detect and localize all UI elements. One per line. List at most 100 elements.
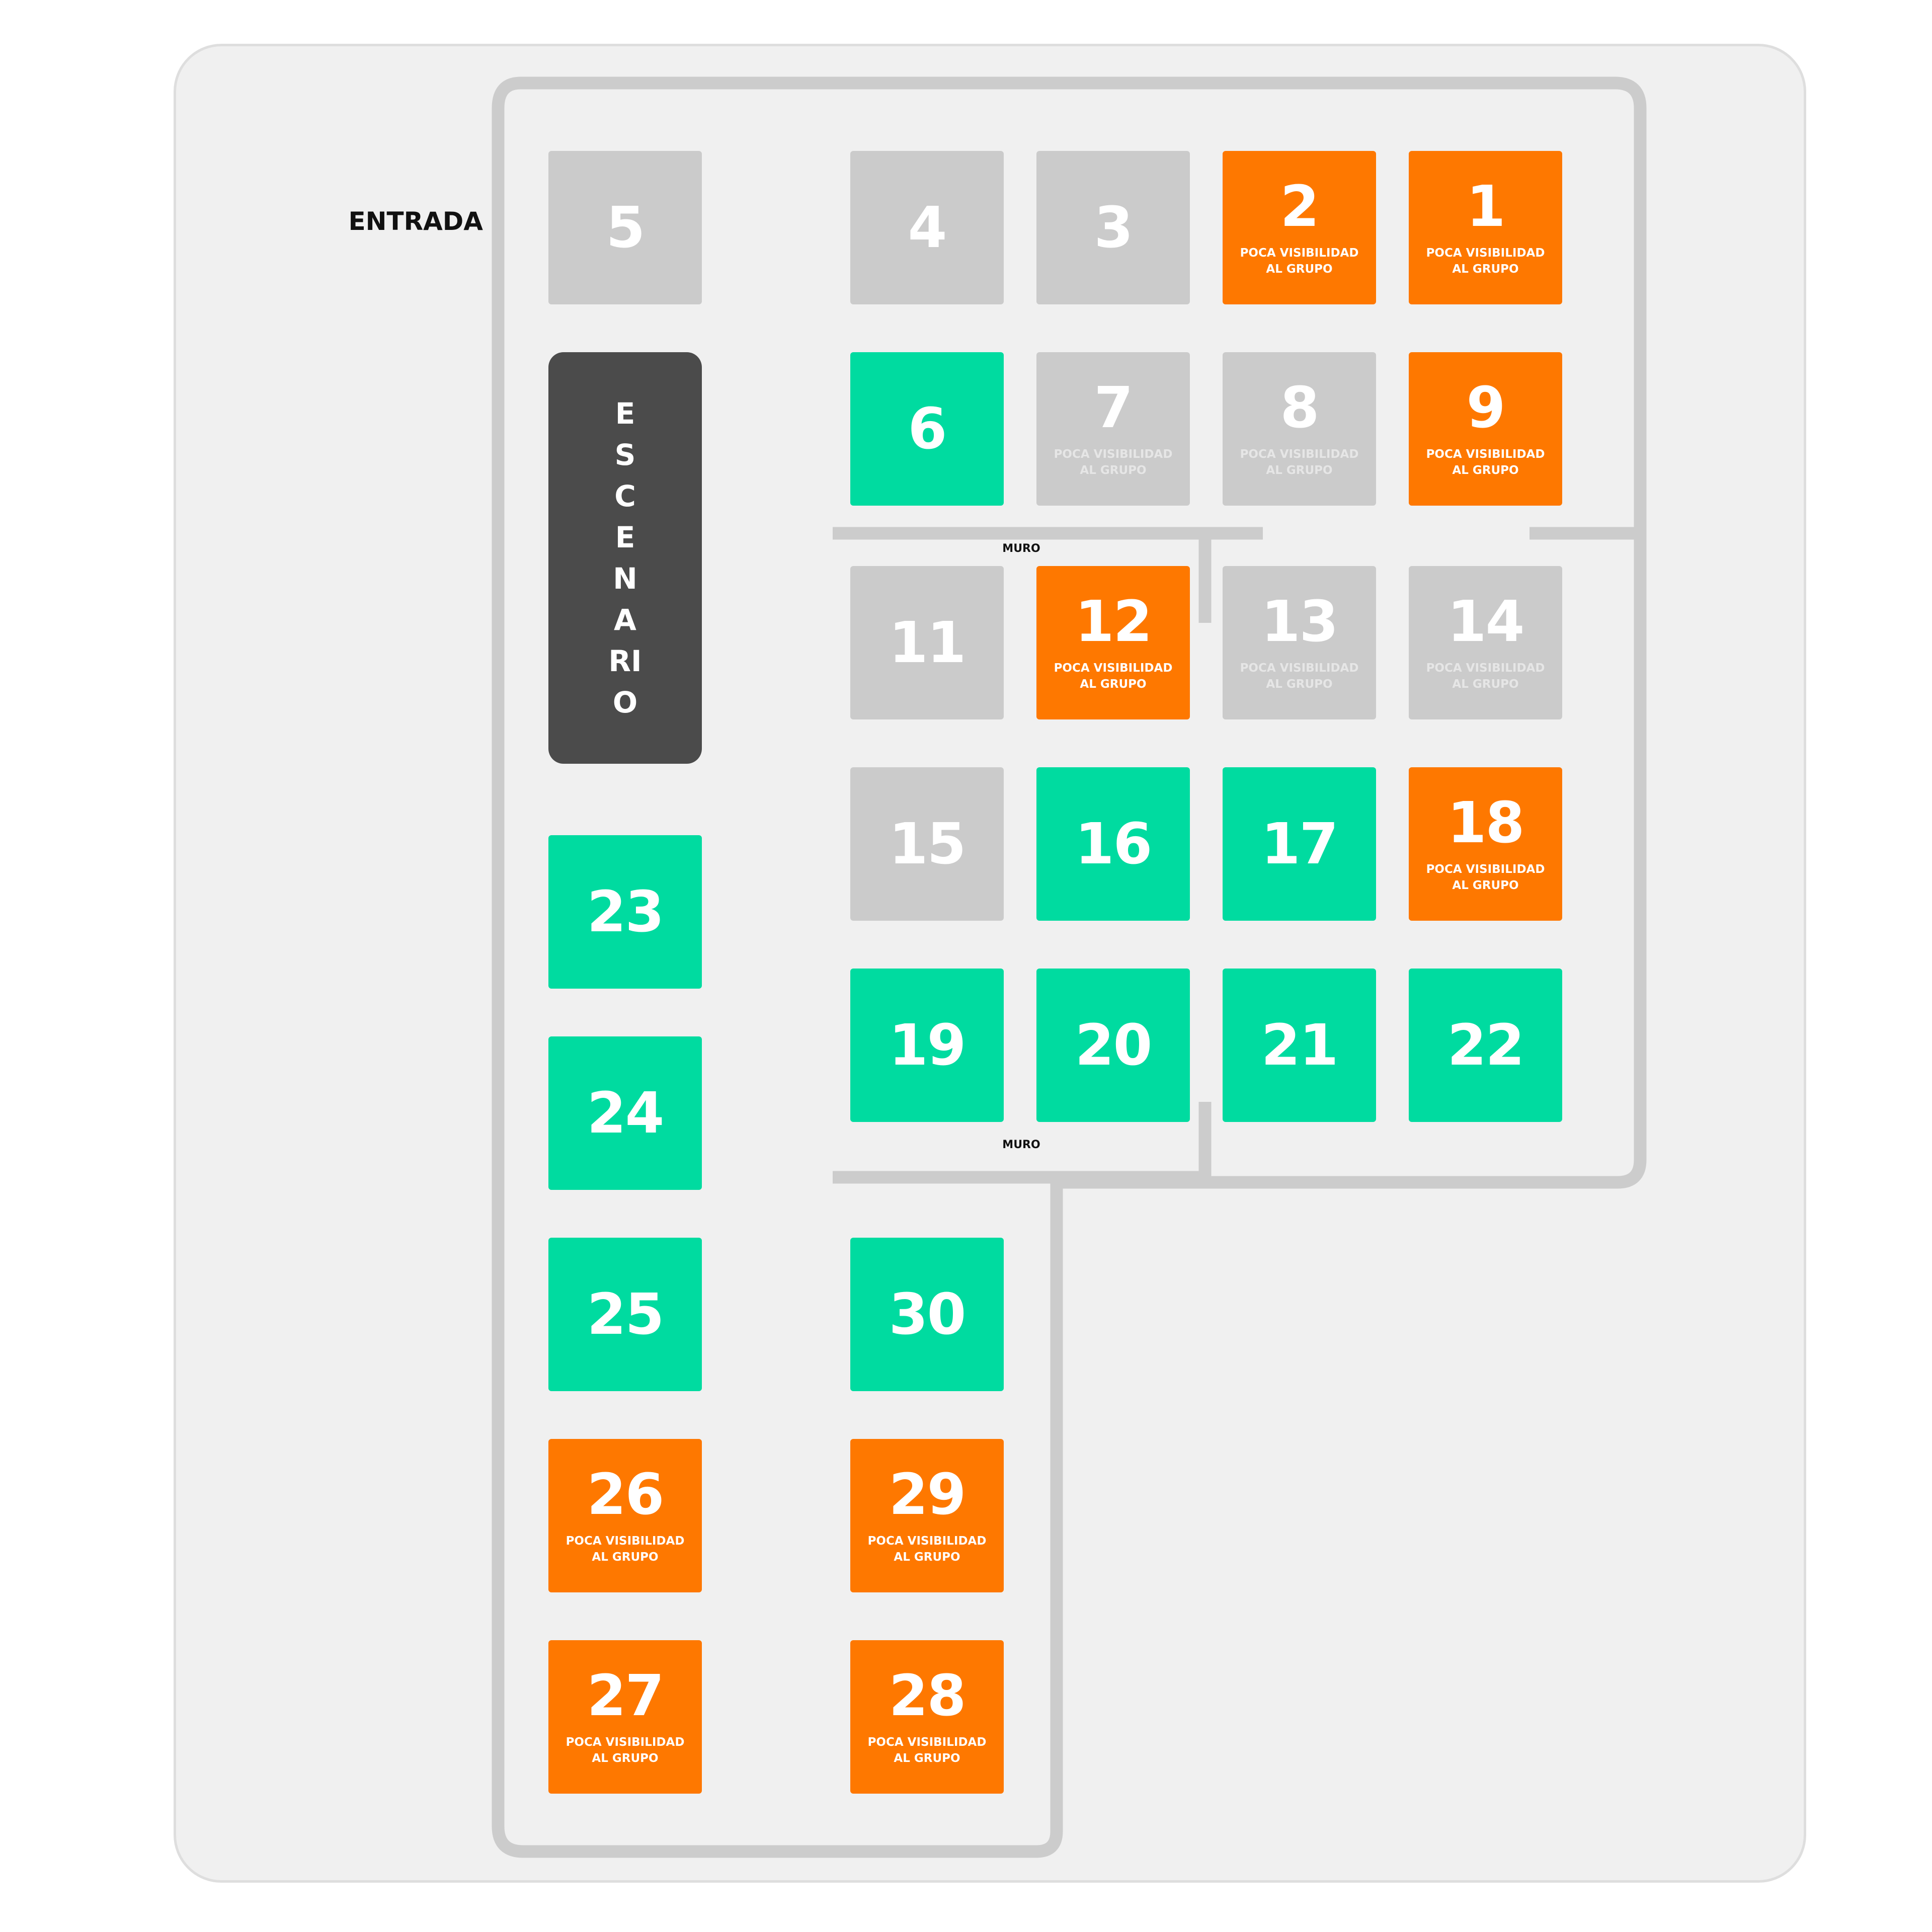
table-number: 19 — [889, 1012, 967, 1078]
table-number: 16 — [1075, 811, 1153, 877]
poor-visibility-note: POCA VISIBILIDAD AL GRUPO — [566, 1533, 685, 1565]
poor-visibility-line-1: POCA VISIBILIDAD — [566, 1534, 685, 1548]
poor-visibility-note: POCA VISIBILIDAD AL GRUPO — [1054, 660, 1173, 692]
table-number: 25 — [587, 1281, 665, 1347]
poor-visibility-line-1: POCA VISIBILIDAD — [566, 1735, 685, 1749]
table-20[interactable]: 20 — [1036, 969, 1190, 1122]
poor-visibility-note: POCA VISIBILIDAD AL GRUPO — [868, 1533, 987, 1565]
table-3[interactable]: 3 — [1036, 151, 1190, 304]
table-number: 26 — [587, 1462, 665, 1527]
table-number: 28 — [889, 1663, 967, 1729]
table-30[interactable]: 30 — [850, 1238, 1004, 1391]
poor-visibility-note: POCA VISIBILIDAD AL GRUPO — [1240, 245, 1359, 277]
poor-visibility-note: POCA VISIBILIDAD AL GRUPO — [1240, 660, 1359, 692]
table-5[interactable]: 5 — [548, 151, 702, 304]
table-number: 5 — [606, 195, 646, 261]
poor-visibility-note: POCA VISIBILIDAD AL GRUPO — [1426, 660, 1545, 692]
table-4[interactable]: 4 — [850, 151, 1004, 304]
table-number: 23 — [587, 879, 665, 945]
poor-visibility-note: POCA VISIBILIDAD AL GRUPO — [868, 1734, 987, 1766]
poor-visibility-line-2: AL GRUPO — [592, 1550, 659, 1564]
table-number: 14 — [1447, 589, 1525, 655]
poor-visibility-line-2: AL GRUPO — [894, 1550, 960, 1564]
table-number: 2 — [1280, 174, 1320, 239]
table-number: 7 — [1094, 375, 1134, 441]
table-number: 20 — [1075, 1012, 1153, 1078]
table-22[interactable]: 22 — [1409, 969, 1562, 1122]
poor-visibility-line-1: POCA VISIBILIDAD — [1054, 661, 1173, 675]
poor-visibility-line-2: AL GRUPO — [1452, 878, 1519, 892]
table-23[interactable]: 23 — [548, 835, 702, 989]
poor-visibility-line-1: POCA VISIBILIDAD — [1426, 661, 1545, 675]
poor-visibility-line-1: POCA VISIBILIDAD — [1426, 447, 1545, 461]
poor-visibility-line-1: POCA VISIBILIDAD — [1240, 246, 1359, 260]
table-number: 4 — [908, 195, 947, 261]
table-number: 9 — [1466, 375, 1506, 441]
poor-visibility-line-1: POCA VISIBILIDAD — [1240, 447, 1359, 461]
poor-visibility-note: POCA VISIBILIDAD AL GRUPO — [1240, 446, 1359, 478]
poor-visibility-line-2: AL GRUPO — [1452, 677, 1519, 691]
table-24[interactable]: 24 — [548, 1036, 702, 1190]
poor-visibility-line-1: POCA VISIBILIDAD — [1054, 447, 1173, 461]
poor-visibility-line-1: POCA VISIBILIDAD — [867, 1534, 987, 1548]
table-number: 12 — [1075, 589, 1153, 655]
table-21[interactable]: 21 — [1223, 969, 1376, 1122]
poor-visibility-line-2: AL GRUPO — [894, 1751, 960, 1765]
table-number: 18 — [1447, 790, 1525, 856]
poor-visibility-note: POCA VISIBILIDAD AL GRUPO — [1054, 446, 1173, 478]
table-17[interactable]: 17 — [1223, 767, 1376, 921]
table-number: 15 — [889, 811, 967, 877]
table-25[interactable]: 25 — [548, 1238, 702, 1391]
table-number: 8 — [1280, 375, 1320, 441]
table-11[interactable]: 11 — [850, 566, 1004, 719]
poor-visibility-line-2: AL GRUPO — [1080, 463, 1147, 477]
poor-visibility-line-2: AL GRUPO — [1452, 262, 1519, 276]
table-19[interactable]: 19 — [850, 969, 1004, 1122]
poor-visibility-note: POCA VISIBILIDAD AL GRUPO — [1426, 245, 1545, 277]
poor-visibility-line-1: POCA VISIBILIDAD — [1240, 661, 1359, 675]
table-number: 21 — [1261, 1012, 1339, 1078]
poor-visibility-line-2: AL GRUPO — [1452, 463, 1519, 477]
poor-visibility-line-1: POCA VISIBILIDAD — [1426, 246, 1545, 260]
table-number: 24 — [587, 1080, 665, 1146]
table-6[interactable]: 6 — [850, 352, 1004, 506]
stage-label: ESCENARIO — [608, 396, 642, 719]
poor-visibility-line-2: AL GRUPO — [1266, 463, 1333, 477]
table-number: 29 — [889, 1462, 967, 1527]
table-number: 17 — [1261, 811, 1339, 877]
poor-visibility-line-1: POCA VISIBILIDAD — [867, 1735, 987, 1749]
poor-visibility-line-2: AL GRUPO — [1266, 262, 1333, 276]
table-number: 13 — [1261, 589, 1339, 655]
table-16[interactable]: 16 — [1036, 767, 1190, 921]
poor-visibility-line-2: AL GRUPO — [592, 1751, 659, 1765]
wall-label-lower: MURO — [1002, 1139, 1040, 1151]
table-number: 3 — [1094, 195, 1134, 261]
table-15[interactable]: 15 — [850, 767, 1004, 921]
table-number: 27 — [587, 1663, 665, 1729]
entrance-label: ENTRADA — [348, 207, 483, 236]
poor-visibility-note: POCA VISIBILIDAD AL GRUPO — [1426, 446, 1545, 478]
poor-visibility-note: POCA VISIBILIDAD AL GRUPO — [566, 1734, 685, 1766]
table-number: 11 — [889, 610, 967, 676]
stage: ESCENARIO — [548, 352, 702, 764]
poor-visibility-line-2: AL GRUPO — [1266, 677, 1333, 691]
venue-outline — [492, 76, 1647, 1858]
poor-visibility-line-2: AL GRUPO — [1080, 677, 1147, 691]
table-number: 30 — [889, 1281, 967, 1347]
table-number: 6 — [908, 396, 947, 462]
